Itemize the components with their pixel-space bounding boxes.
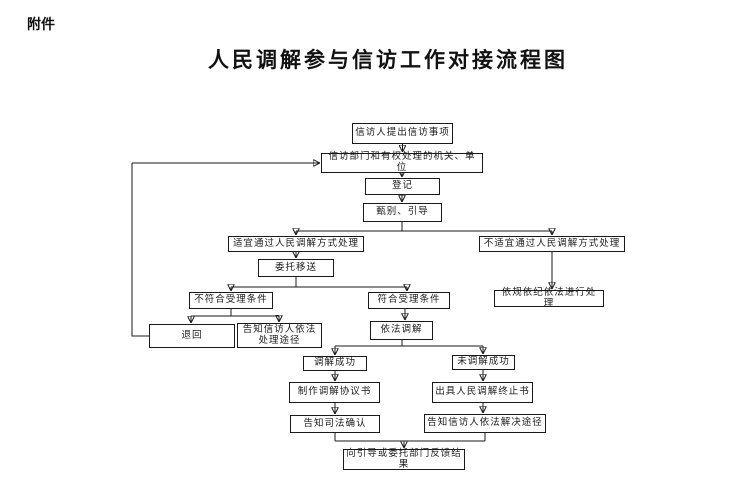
flow-node-department: 信访部门和有权处理的机关、单位 <box>321 152 483 173</box>
flow-node-mediate: 依法调解 <box>370 321 433 340</box>
flow-node-inform-resolution: 告知信访人依法解决途径 <box>424 414 546 433</box>
flow-node-success: 调解成功 <box>303 356 367 371</box>
flow-node-agreement: 制作调解协议书 <box>289 382 380 403</box>
flow-node-suitable: 适宜通过人民调解方式处理 <box>228 236 364 252</box>
flow-node-meet: 符合受理条件 <box>368 292 450 309</box>
flow-node-unsuitable: 不适宜通过人民调解方式处理 <box>479 236 625 252</box>
flow-node-termination: 出具人民调解终止书 <box>432 382 533 403</box>
flow-node-entrust: 委托移送 <box>258 259 334 277</box>
flow-node-screen: 甄别、引导 <box>363 203 442 222</box>
flow-node-return: 退回 <box>149 324 235 348</box>
flow-node-register: 登记 <box>365 178 440 195</box>
flow-node-not-meet: 不符合受理条件 <box>189 292 273 309</box>
flow-node-fail: 未调解成功 <box>452 355 515 370</box>
connector-segments <box>131 163 552 442</box>
flow-node-inform-handling: 告知信访人依法处理途径 <box>237 323 322 348</box>
flow-node-feedback: 向引导或委托部门反馈结果 <box>343 449 465 470</box>
flow-node-judicial-confirm: 告知司法确认 <box>290 415 380 433</box>
flow-node-submit: 信访人提出信访事项 <box>352 123 453 144</box>
flow-node-handle-by-rules: 依规依纪依法进行处理 <box>494 288 604 309</box>
attachment-label: 附件 <box>27 16 55 32</box>
page-title: 人民调解参与信访工作对接流程图 <box>208 48 568 72</box>
